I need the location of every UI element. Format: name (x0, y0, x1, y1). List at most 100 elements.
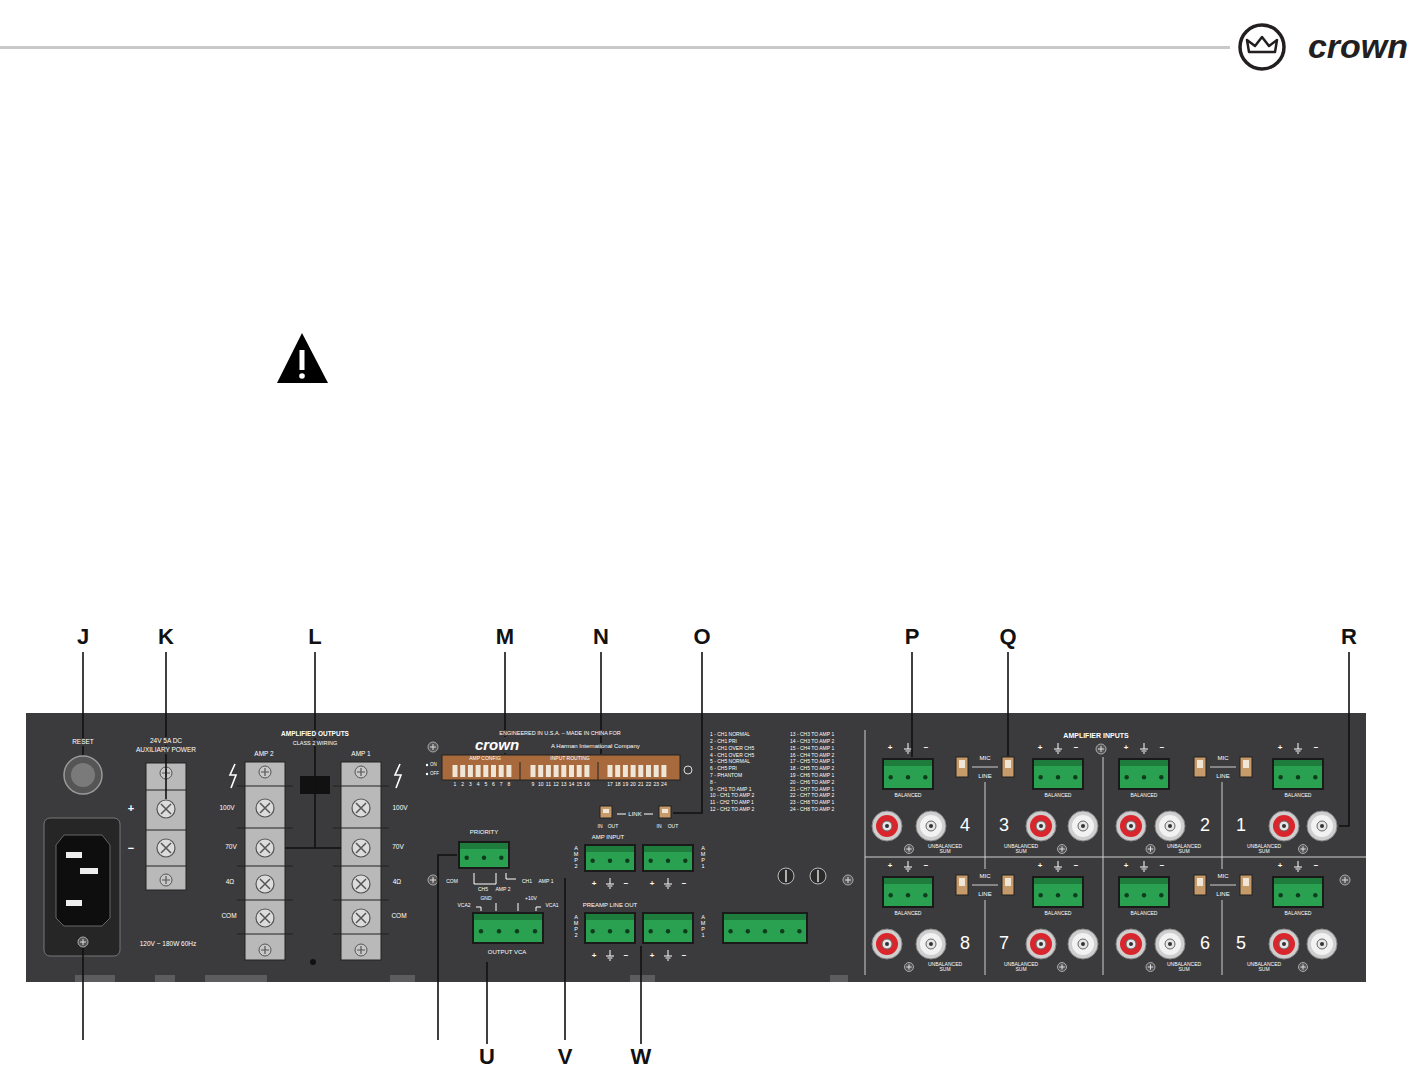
panel-label: 4Ω (226, 878, 234, 885)
panel-screw (843, 875, 853, 885)
panel-label: COM (446, 879, 458, 885)
panel-label: + (592, 952, 597, 961)
rca-insulator (1072, 933, 1094, 955)
terminal-connector (1034, 878, 1082, 906)
switch-number: 13 (561, 782, 567, 788)
screw-slot (430, 744, 436, 750)
iec-socket (56, 835, 110, 926)
panel-foot (75, 975, 115, 982)
panel-label: + (888, 862, 893, 871)
dip-switch (584, 765, 589, 777)
switch-lever (1197, 878, 1203, 886)
rca-jack (1116, 929, 1146, 959)
connector-pin (1038, 893, 1042, 897)
rca-jack (1068, 929, 1098, 959)
panel-label: AMP 1 (539, 879, 554, 885)
screw-slot (162, 876, 170, 884)
connector-pin (1159, 775, 1163, 779)
legend-text: 23 - CH8 TO AMP 1 (790, 800, 834, 806)
rca-sleeve (1317, 821, 1327, 831)
panel-hole (310, 959, 316, 965)
panel-label: MIC (1218, 755, 1229, 762)
section-divider (865, 730, 1366, 975)
switch-lever (959, 878, 965, 886)
channel-number: 8 (960, 934, 970, 954)
panel-label: A Harman International Company (550, 743, 641, 750)
terminal-screw (256, 799, 274, 817)
legend-text: 1 - CH1 NORMAL (710, 732, 750, 738)
pin-bracket (476, 903, 541, 911)
warning-mark (300, 350, 305, 370)
rca-pin (1129, 824, 1133, 828)
rca-sleeve (926, 821, 936, 831)
slide-switch (659, 806, 671, 818)
channel-number: 6 (1200, 934, 1210, 954)
terminal-barrier (237, 827, 293, 828)
rca-insulator (876, 815, 898, 837)
rca-insulator (1159, 933, 1181, 955)
terminal-screw (355, 944, 367, 956)
terminal-barrier (237, 933, 293, 934)
screw-slot (161, 804, 171, 814)
panel-label: +10V (525, 896, 537, 902)
panel-label: 70V (225, 843, 237, 850)
screw-slot (356, 843, 366, 853)
panel-label: UNBALANCED SUM (1001, 962, 1041, 973)
screw-slot (261, 946, 269, 954)
legend-text: 21 - CH7 TO AMP 1 (790, 787, 834, 793)
connector-frame (642, 844, 694, 872)
panel-label: AMP 1 (351, 750, 370, 757)
panel-label: GND (480, 896, 491, 902)
panel-screw (1058, 963, 1067, 972)
screw-slot (1300, 846, 1305, 851)
connector-pin (888, 775, 892, 779)
terminal-divider (146, 830, 186, 831)
panel-label: LINE (1216, 891, 1229, 898)
panel-label: OUTPUT VCA (488, 949, 527, 956)
legend-text: 20 - CH6 TO AMP 2 (790, 780, 834, 786)
panel-label: − (1314, 744, 1319, 753)
rca-pin (1320, 942, 1324, 946)
connector-pin (906, 893, 910, 897)
rca-pin (1081, 942, 1085, 946)
panel-foot (630, 975, 655, 982)
terminal-screw (352, 799, 370, 817)
panel-label: BALANCED (895, 793, 922, 799)
rca-pin (885, 942, 889, 946)
connector-frame (1272, 876, 1324, 908)
rca-insulator (876, 933, 898, 955)
panel-label: VCA1 (545, 903, 558, 909)
connector-pin (683, 929, 687, 933)
terminal-barrier (333, 899, 389, 900)
reset-cap (71, 763, 95, 787)
screw-slot (357, 768, 365, 776)
rca-insulator (1072, 815, 1094, 837)
panel-label: + (1124, 862, 1129, 871)
connector-pin (683, 859, 687, 863)
connector-frame (458, 841, 510, 869)
switch-lever (1197, 760, 1203, 768)
switch-number: 24 (661, 782, 667, 788)
rca-insulator (1311, 933, 1333, 955)
callout-letter: L (308, 625, 321, 649)
dip-switch (499, 765, 504, 777)
dip-switch (631, 765, 636, 777)
panel-label: − (924, 744, 929, 753)
dip-switch (546, 765, 551, 777)
connector-pin (1056, 775, 1060, 779)
panel-label: + (1038, 862, 1043, 871)
channel-number: 1 (1236, 816, 1246, 836)
connector-pin (666, 859, 670, 863)
screw-slot (1342, 877, 1348, 883)
rca-pin (1320, 824, 1324, 828)
callout-letter: J (77, 625, 89, 649)
connector-frame (1118, 758, 1170, 790)
leader-line (1007, 652, 1009, 756)
rca-sleeve (1036, 821, 1046, 831)
panel-label: 24V 5A DC (149, 737, 183, 744)
ground-symbol (606, 878, 614, 888)
terminal-screw (352, 839, 370, 857)
connector-pin (888, 893, 892, 897)
switch-number: 8 (508, 782, 511, 788)
panel-label: ENGINEERED IN U.S.A. – MADE IN CHINA FOR (498, 730, 621, 736)
